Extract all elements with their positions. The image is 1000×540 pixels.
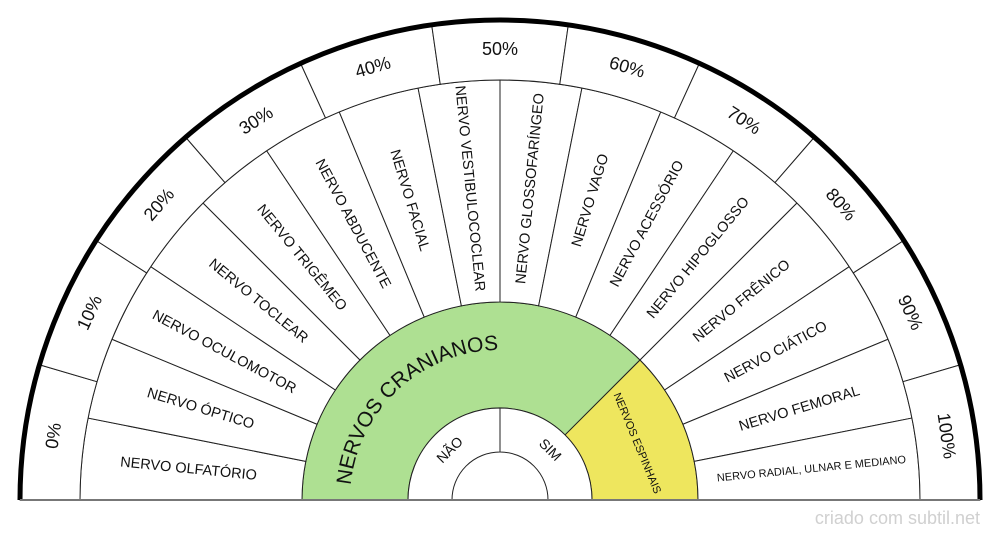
watermark: criado com subtil.net <box>814 508 980 528</box>
answer-sector-no[interactable] <box>407 407 501 501</box>
outer-arc <box>17 17 983 501</box>
percent-label: 50% <box>482 39 518 59</box>
percent-label: 0% <box>42 421 65 450</box>
answer-sector-yes[interactable] <box>499 407 593 501</box>
